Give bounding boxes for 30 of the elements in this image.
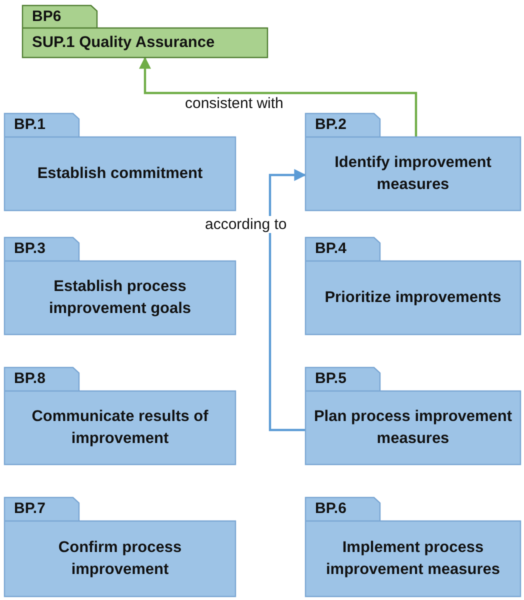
package-box bbox=[305, 237, 521, 335]
package-tab-label: BP6 bbox=[32, 8, 62, 25]
package-title: Prioritize improvements bbox=[324, 288, 502, 308]
package-box bbox=[4, 237, 236, 335]
package-tab-label: BP.2 bbox=[315, 116, 346, 133]
package-tab-label: BP.4 bbox=[315, 240, 346, 257]
package-tab-label: BP.8 bbox=[14, 370, 46, 387]
edge-label: according to bbox=[203, 216, 289, 233]
package-title: Confirm process improvement bbox=[57, 538, 183, 580]
package-tab-label: BP.6 bbox=[315, 500, 346, 517]
package-title: Identify improvement measures bbox=[334, 153, 492, 195]
package-title: Plan process improvement measures bbox=[313, 407, 513, 449]
package-box bbox=[305, 497, 521, 597]
package-tab-label: BP.7 bbox=[14, 500, 46, 517]
package-title: Establish process improvement goals bbox=[48, 277, 192, 319]
package-box bbox=[4, 497, 236, 597]
package-box bbox=[305, 113, 521, 211]
package-title: SUP.1 Quality Assurance bbox=[32, 33, 215, 54]
package-tab-label: BP.3 bbox=[14, 240, 46, 257]
arrow bbox=[268, 169, 306, 432]
arrow bbox=[139, 56, 418, 137]
package-title: Establish commitment bbox=[37, 164, 203, 184]
package-tab-label: BP.1 bbox=[14, 116, 46, 133]
package-box bbox=[4, 113, 236, 211]
package-title: Communicate results of improvement bbox=[30, 407, 210, 449]
package-tab-label: BP.5 bbox=[315, 370, 346, 387]
package-box bbox=[4, 367, 236, 465]
package-box bbox=[305, 367, 521, 465]
package-box bbox=[22, 5, 268, 58]
package-title: Implement process improvement measures bbox=[324, 538, 502, 580]
